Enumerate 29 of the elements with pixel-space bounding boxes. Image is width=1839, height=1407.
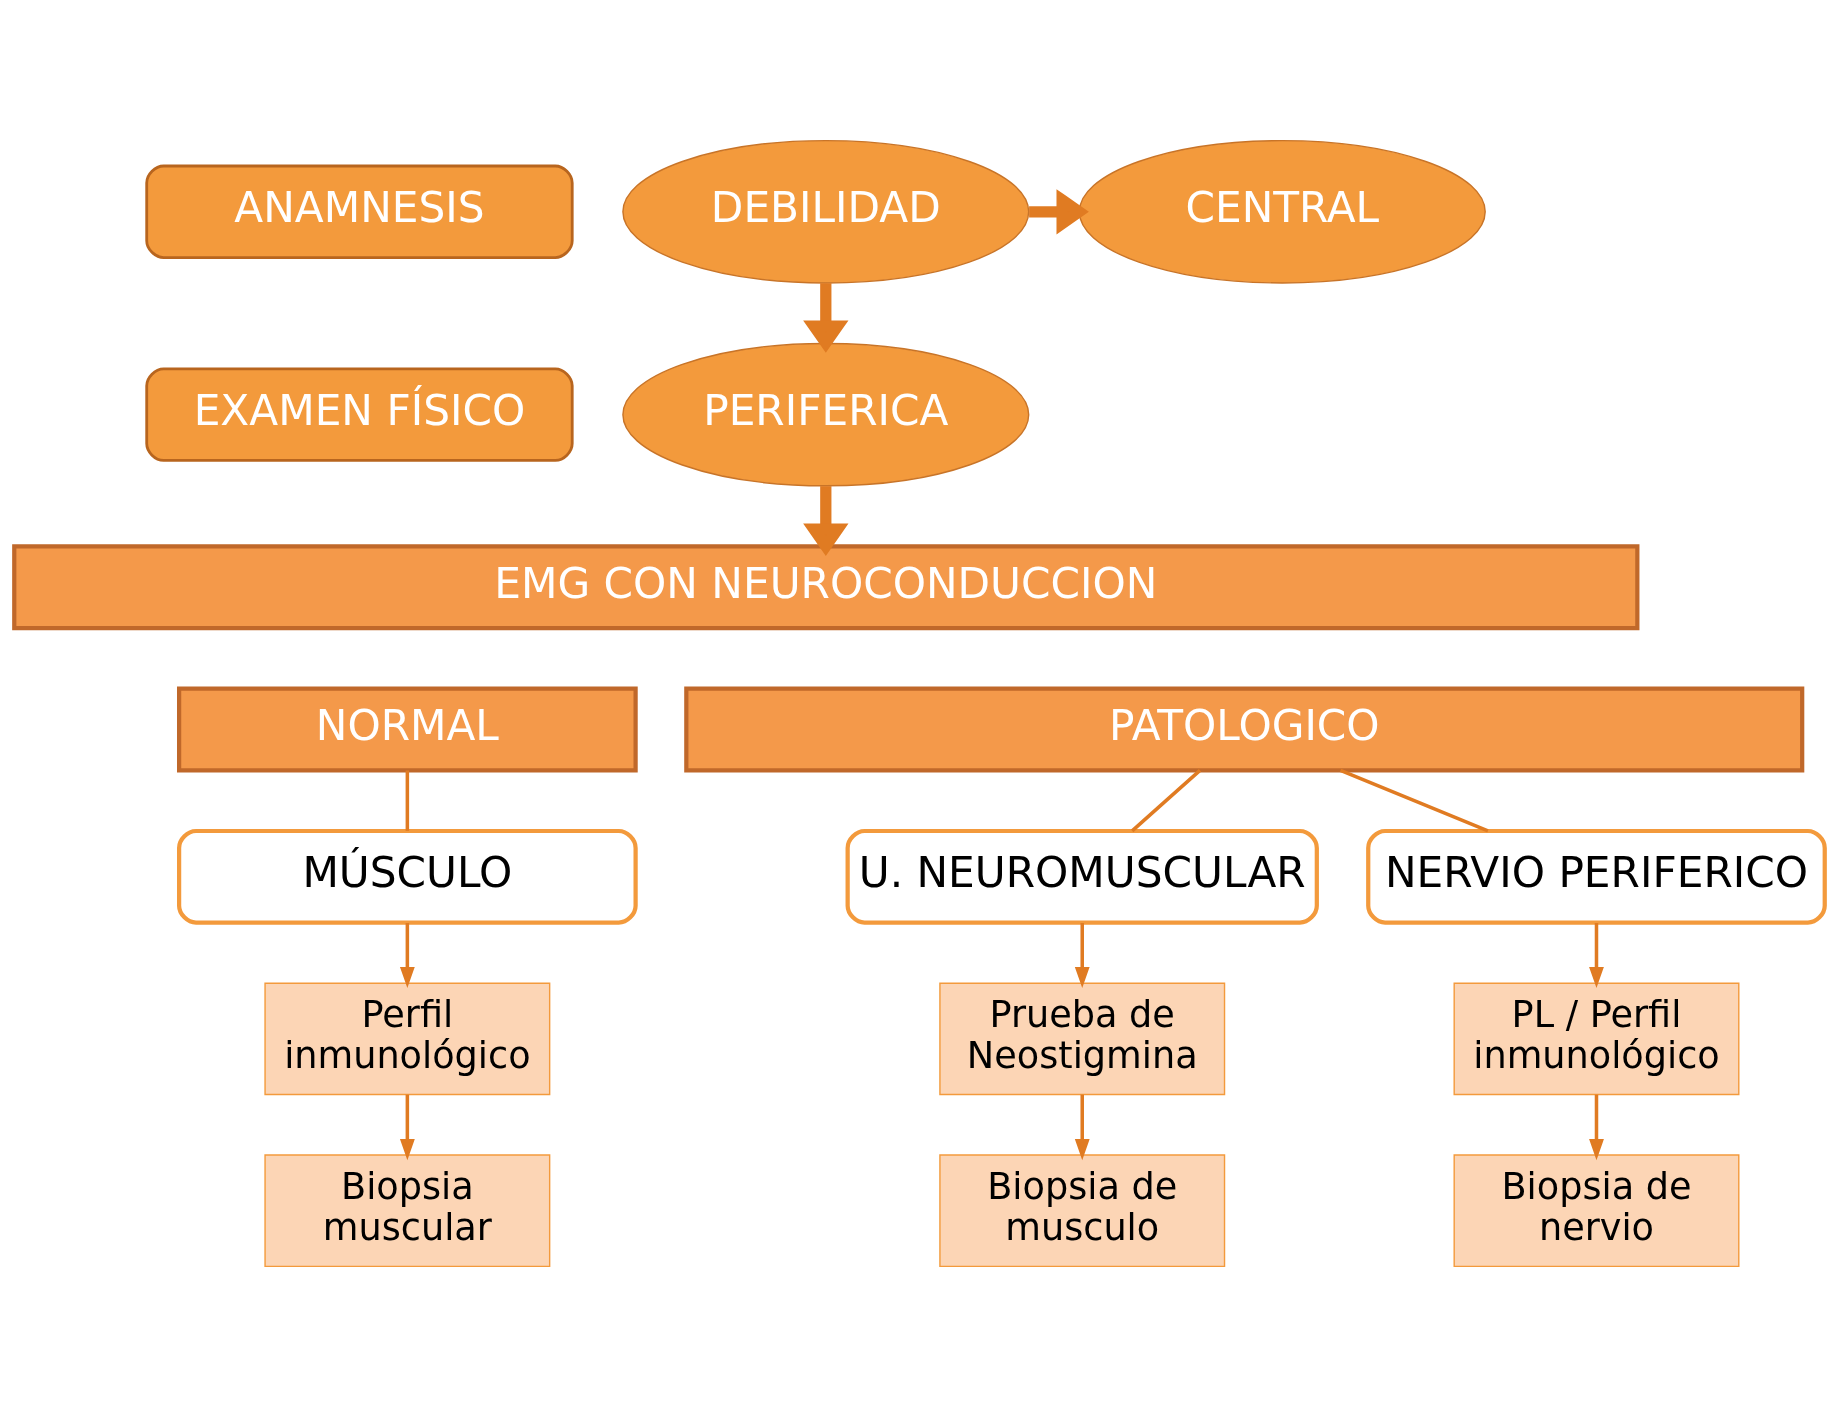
node-box: Biopsia muscular	[264, 1154, 551, 1268]
connector	[405, 770, 410, 831]
node-box: Perfil inmunológico	[264, 982, 551, 1096]
arrow	[803, 486, 849, 556]
node-box: EMG CON NEUROCONDUCCION	[12, 544, 1640, 631]
node-box: Biopsia de nervio	[1453, 1154, 1740, 1268]
arrow	[399, 923, 415, 989]
arrow	[1589, 923, 1604, 989]
node-box: Biopsia de musculo	[939, 1154, 1226, 1268]
node-ellipse: PERIFERICA	[622, 342, 1030, 487]
node-box: Prueba de Neostigmina	[939, 982, 1226, 1096]
node-box: PL / Perfil inmunológico	[1453, 982, 1740, 1096]
arrow	[1589, 1094, 1604, 1161]
arrow	[803, 283, 849, 353]
connector	[1339, 768, 1489, 833]
arrow	[1074, 923, 1090, 989]
node-ellipse: CENTRAL	[1078, 139, 1486, 284]
node-box: PATOLOGICO	[684, 686, 1805, 773]
node-box: EXAMEN FÍSICO	[145, 367, 574, 462]
node-ellipse: DEBILIDAD	[622, 139, 1030, 284]
connector	[1131, 769, 1202, 833]
arrow	[399, 1094, 415, 1161]
node-box: U. NEUROMUSCULAR	[845, 828, 1319, 925]
arrow	[1074, 1094, 1090, 1161]
node-box: NERVIO PERIFERICO	[1366, 828, 1827, 925]
node-box: NORMAL	[177, 686, 638, 773]
arrow	[1029, 189, 1089, 235]
node-box: MÚSCULO	[177, 828, 638, 925]
node-box: ANAMNESIS	[145, 164, 574, 259]
